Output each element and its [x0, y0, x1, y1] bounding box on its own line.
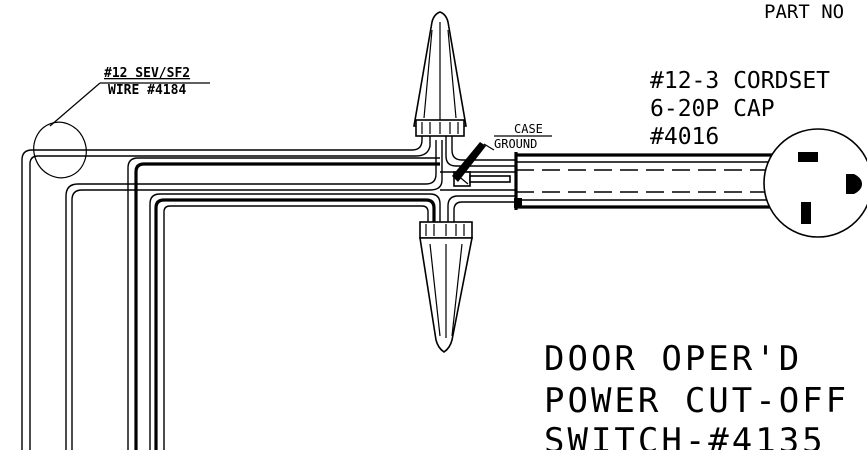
- cordset-label-line2: 6-20P CAP: [650, 96, 775, 122]
- wire-label-line1: #12 SEV/SF2: [104, 66, 190, 81]
- wire-label-line2: WIRE #4184: [108, 83, 186, 98]
- switch-title-line3: SWITCH-#4135: [544, 421, 826, 450]
- wire-nut-icon: [413, 11, 467, 137]
- cable-callout-leader: [49, 82, 101, 127]
- junction-wires: [440, 136, 516, 222]
- cable-sev-sf2: [21, 100, 443, 450]
- wire-nut-icon: [419, 221, 473, 353]
- switch-title-line1: DOOR OPER'D: [544, 339, 802, 379]
- plug-6-20p-icon: [763, 128, 867, 238]
- part-no-label: PART NO: [764, 1, 844, 23]
- cable-callout-ellipse: [33, 121, 87, 179]
- case-ground-label-line1: CASE: [514, 122, 543, 136]
- cordset-label-line1: #12-3 CORDSET: [650, 68, 830, 94]
- ground-screw-icon: [452, 142, 511, 187]
- cordset-cable: [514, 152, 772, 210]
- switch-title-line2: POWER CUT-OFF: [544, 381, 849, 421]
- cordset-label-line3: #4016: [650, 124, 719, 150]
- case-ground-label-line2: GROUND: [494, 137, 537, 151]
